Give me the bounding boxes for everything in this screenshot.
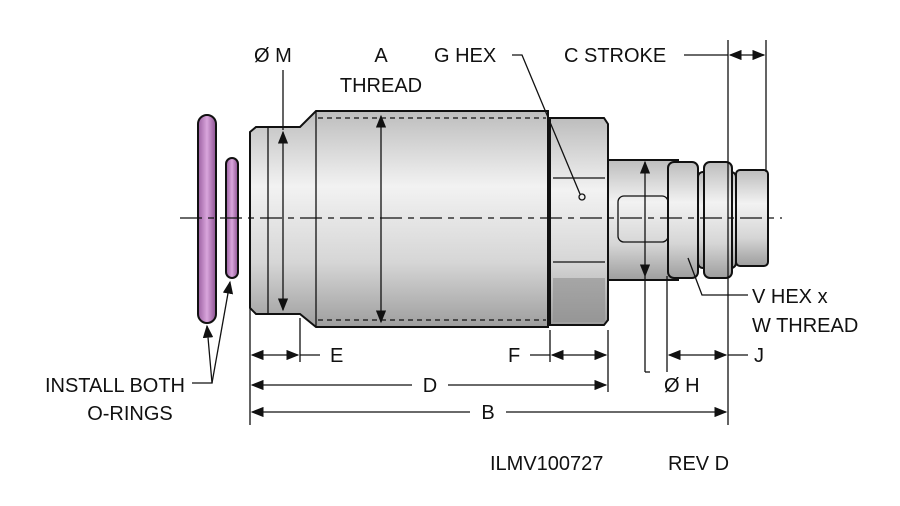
a-label: A: [374, 45, 388, 67]
stem-assembly: [607, 159, 769, 281]
v-hex-label: V HEX x: [752, 286, 828, 308]
revision: REV D: [668, 453, 729, 475]
h-label: Ø H: [664, 375, 700, 397]
w-thread-label: W THREAD: [752, 315, 858, 337]
d-label: D: [423, 375, 437, 397]
valve-body: [249, 110, 549, 328]
g-hex-label: G HEX: [434, 45, 496, 67]
c-stroke-label: C STROKE: [564, 45, 666, 67]
part-number: ILMV100727: [490, 453, 603, 475]
b-label: B: [481, 402, 494, 424]
j-label: J: [754, 345, 764, 367]
e-label: E: [330, 345, 343, 367]
f-label: F: [508, 345, 520, 367]
g-hex-nut: [549, 117, 609, 326]
install-note-line1: INSTALL BOTH: [45, 375, 185, 397]
m-label: Ø M: [254, 45, 292, 67]
large-o-ring: [197, 114, 217, 324]
a-thread-label: THREAD: [340, 75, 422, 97]
install-note-line2: O-RINGS: [87, 403, 173, 425]
